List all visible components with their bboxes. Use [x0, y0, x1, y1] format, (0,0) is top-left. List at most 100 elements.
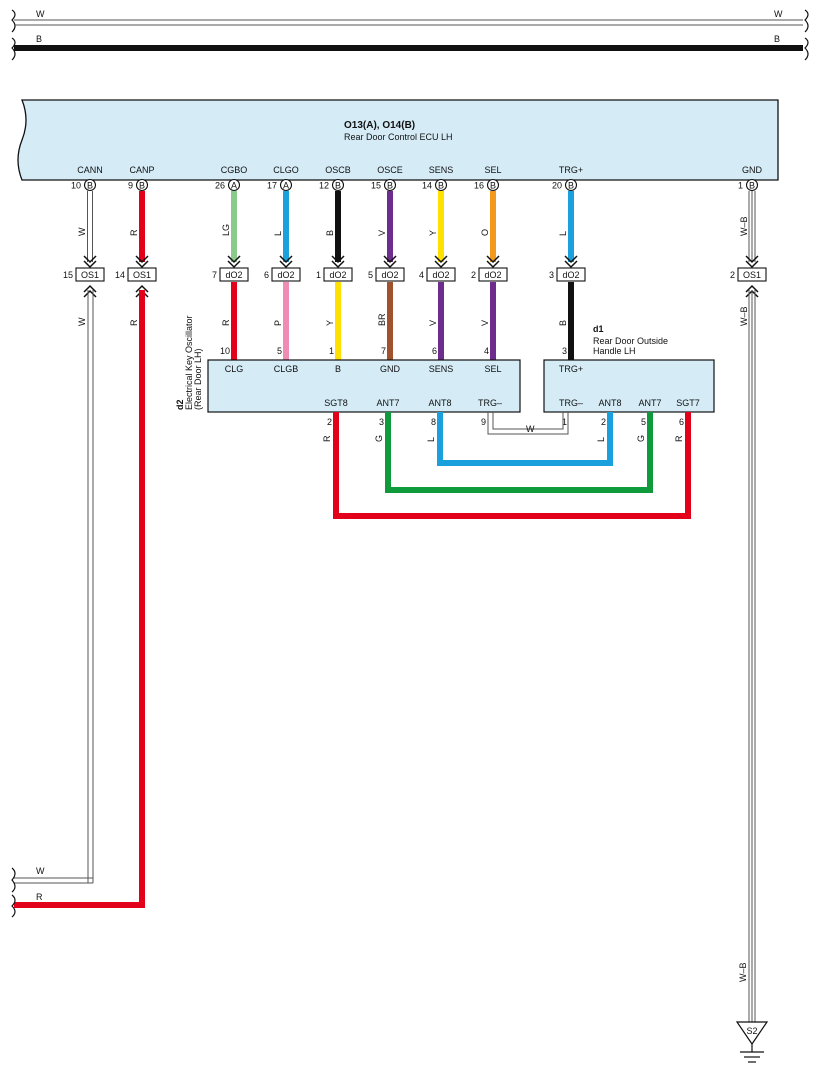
- sgt8-wire-label: R: [322, 435, 332, 442]
- d2-top-pin-label: CLGB: [274, 364, 299, 374]
- d2-top-pin-label: SENS: [429, 364, 454, 374]
- connector-name: dO2: [225, 270, 242, 280]
- ecu-pin-circle: [135, 178, 149, 192]
- top-bus: W W B B: [11, 9, 809, 61]
- lower-wire-label: BR: [377, 313, 387, 326]
- left-bus-w-label: W: [36, 866, 45, 876]
- ecu-pin-conn: B: [568, 181, 574, 191]
- ecu-pin-num: 26: [215, 181, 225, 191]
- ecu-pin-conn: B: [87, 181, 93, 191]
- connector-num: 6: [264, 270, 269, 280]
- lower-wire-label: V: [428, 320, 438, 326]
- d2-top-pin-num: 7: [381, 346, 386, 356]
- d2-pins: 10CLG5CLGB1B7GND6SENS4SELSGT82ANT73ANT88…: [220, 346, 502, 427]
- ecu-pin-num: 9: [128, 181, 133, 191]
- d2-bottom-pin-num: 8: [431, 417, 436, 427]
- left-long-wires: W R: [11, 290, 145, 918]
- break-mark-right-b: [804, 37, 809, 61]
- connector-chevron-down: [434, 255, 448, 269]
- d1-bottom-pin-label: ANT7: [638, 398, 661, 408]
- left-bus-r-label: R: [36, 892, 43, 902]
- connector-num: 1: [316, 270, 321, 280]
- connector-7: dO2 2: [471, 255, 508, 282]
- w-bus-label-left: W: [36, 9, 45, 19]
- break-mark-right-top: [804, 9, 809, 33]
- connector-num: 3: [549, 270, 554, 280]
- ecu-pin-num: 15: [371, 181, 381, 191]
- ecu-pin-num: 14: [422, 181, 432, 191]
- ecu-name: Rear Door Control ECU LH: [344, 132, 453, 142]
- connector-name: dO2: [484, 270, 501, 280]
- bottom-loops: W R G L L G R: [322, 412, 691, 519]
- ecu-pin-circle: [383, 178, 397, 192]
- ecu-pin-num: 16: [474, 181, 484, 191]
- ecu-pin-conn: B: [387, 181, 393, 191]
- d2-id: d2: [175, 399, 185, 410]
- ecu-pin-conn: B: [749, 181, 755, 191]
- break-mark-left-r: [11, 894, 16, 918]
- upper-wire-label: V: [377, 230, 387, 236]
- d1-sgt7-wire-label: R: [674, 435, 684, 442]
- upper-wire-label: LG: [221, 224, 231, 236]
- ecu-pin-conn: B: [139, 181, 145, 191]
- connector-box: [375, 267, 405, 282]
- connector-2: dO2 7: [212, 255, 249, 282]
- d2-top-pin-num: 5: [277, 346, 282, 356]
- upper-wire-label: R: [129, 229, 139, 236]
- ecu-pin-label: CLGO: [273, 165, 299, 175]
- connector-num: 2: [471, 270, 476, 280]
- d2-top-pin-label: B: [335, 364, 341, 374]
- canp-wire-long: [14, 290, 145, 908]
- connector-name: OS1: [81, 270, 99, 280]
- connector-name: dO2: [329, 270, 346, 280]
- ecu-pins: CANNB10CANPB9CGBOA26CLGOA17OSCBB12OSCEB1…: [71, 165, 763, 192]
- upper-wire-label: L: [558, 231, 568, 236]
- lower-wire-label: P: [273, 320, 283, 326]
- lower-wire-label: W–B: [739, 306, 749, 326]
- ecu-pin-conn: A: [283, 181, 289, 191]
- d1-ant7-wire-label: G: [636, 435, 646, 442]
- trg-wire-inner: [492, 412, 564, 430]
- break-mark-left-b: [11, 37, 16, 61]
- lower-wire-label: R: [221, 319, 231, 326]
- ecu-pin-num: 10: [71, 181, 81, 191]
- d2-top-pin-num: 4: [484, 346, 489, 356]
- ecu-box: O13(A), O14(B) Rear Door Control ECU LH: [17, 99, 779, 181]
- connector-box: [323, 267, 353, 282]
- ecu-pin-label: OSCB: [325, 165, 351, 175]
- d1-bottom-pin-num: 1: [562, 417, 567, 427]
- ant8-wire: [437, 412, 613, 466]
- d1-bottom-pin-num: 6: [679, 417, 684, 427]
- ecu-pin-num: 1: [738, 181, 743, 191]
- lower-wire-label: W: [77, 317, 87, 326]
- upper-wire-label: W–B: [739, 216, 749, 236]
- trg-wire-label: W: [526, 424, 535, 434]
- ecu-pin-conn: B: [490, 181, 496, 191]
- connector-box: [127, 267, 157, 282]
- connector-box: [556, 267, 586, 282]
- connector-box: [75, 267, 105, 282]
- ground-triangle: [735, 1021, 769, 1046]
- d2-name-line2: (Rear Door LH): [193, 348, 203, 410]
- lower-wire-label: B: [558, 320, 568, 326]
- d1-name-line2: Handle LH: [593, 346, 636, 356]
- connector-num: 7: [212, 270, 217, 280]
- sgt-wire: [333, 412, 691, 519]
- ground-wire-label: W–B: [738, 962, 748, 982]
- d2-bottom-pin-label: ANT7: [376, 398, 399, 408]
- connector-chevron-down: [486, 255, 500, 269]
- ecu-pin-conn: A: [231, 181, 237, 191]
- upper-wire-label: O: [480, 229, 490, 236]
- lower-wire-label: Y: [325, 320, 335, 326]
- connector-chevron-down: [331, 255, 345, 269]
- d1-bottom-pin-num: 2: [601, 417, 606, 427]
- ground-id: S2: [746, 1026, 757, 1036]
- connector-num: 2: [730, 270, 735, 280]
- ground-wire: W–B S2: [735, 290, 769, 1063]
